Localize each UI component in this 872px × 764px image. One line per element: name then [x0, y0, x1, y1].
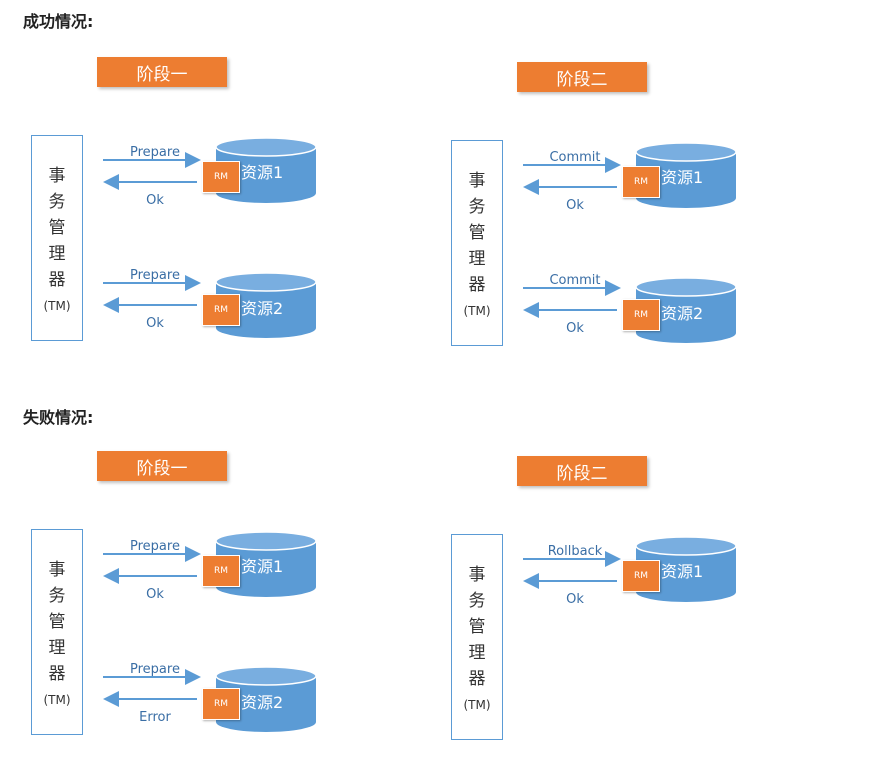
resource-manager-badge: RM [622, 560, 660, 592]
phase-one-label: 阶段一 [97, 57, 227, 87]
database-cylinder [215, 531, 317, 597]
resource-label: 资源1 [241, 557, 284, 576]
tm-char: 事 [468, 565, 486, 585]
tm-char: 理 [468, 643, 486, 663]
tm-abbr: (TM) [463, 698, 491, 712]
response-label: Ok [566, 198, 584, 213]
response-label: Ok [146, 193, 164, 208]
resource-manager-badge: RM [202, 294, 240, 326]
tm-char: 理 [48, 244, 66, 264]
transaction-manager: 事 务 管 理 器 (TM) [31, 135, 83, 341]
tm-char: 器 [468, 275, 486, 295]
database-cylinder [215, 272, 317, 338]
tm-char: 管 [468, 223, 486, 243]
tm-char: 务 [468, 591, 486, 611]
response-label: Ok [146, 587, 164, 602]
resource-label: 资源2 [661, 304, 704, 323]
database-cylinder [635, 142, 737, 208]
transaction-manager: 事 务 管 理 器 (TM) [451, 140, 503, 346]
resource-manager-badge: RM [622, 299, 660, 331]
resource-label: 资源2 [241, 299, 284, 318]
transaction-manager: 事 务 管 理 器 (TM) [31, 529, 83, 735]
response-label: Ok [566, 592, 584, 607]
phase-one-label: 阶段一 [97, 451, 227, 481]
phase-two-label: 阶段二 [517, 456, 647, 486]
tm-char: 事 [48, 560, 66, 580]
response-label-error: Error [139, 710, 171, 725]
tm-char: 管 [48, 612, 66, 632]
database-cylinder [635, 536, 737, 602]
resource-label: 资源1 [241, 163, 284, 182]
tm-abbr: (TM) [43, 299, 71, 313]
request-label: Prepare [130, 539, 180, 554]
tm-abbr: (TM) [463, 304, 491, 318]
tm-char: 器 [468, 669, 486, 689]
tm-char: 事 [468, 171, 486, 191]
resource-manager-badge: RM [202, 161, 240, 193]
database-cylinder [215, 137, 317, 203]
transaction-manager: 事 务 管 理 器 (TM) [451, 534, 503, 740]
request-label: Commit [549, 273, 601, 288]
tm-char: 务 [468, 197, 486, 217]
phase-two-label: 阶段二 [517, 62, 647, 92]
resource-manager-badge: RM [622, 166, 660, 198]
request-label: Commit [549, 150, 601, 165]
section-title-success: 成功情况: [23, 12, 94, 31]
resource-manager-badge: RM [202, 688, 240, 720]
resource-label: 资源1 [661, 562, 704, 581]
section-title-failure: 失败情况: [23, 408, 94, 427]
resource-label: 资源2 [241, 693, 284, 712]
request-label: Prepare [130, 145, 180, 160]
tm-char: 器 [48, 270, 66, 290]
database-cylinder [215, 666, 317, 732]
request-label: Rollback [547, 544, 603, 559]
tm-char: 务 [48, 586, 66, 606]
tm-char: 事 [48, 166, 66, 186]
request-label: Prepare [130, 662, 180, 677]
tm-char: 务 [48, 192, 66, 212]
tm-char: 管 [468, 617, 486, 637]
resource-label: 资源1 [661, 168, 704, 187]
response-label: Ok [566, 321, 584, 336]
tm-char: 理 [48, 638, 66, 658]
request-label: Prepare [130, 268, 180, 283]
tm-char: 管 [48, 218, 66, 238]
tm-char: 器 [48, 664, 66, 684]
resource-manager-badge: RM [202, 555, 240, 587]
tm-char: 理 [468, 249, 486, 269]
tm-abbr: (TM) [43, 693, 71, 707]
response-label: Ok [146, 316, 164, 331]
database-cylinder [635, 277, 737, 343]
